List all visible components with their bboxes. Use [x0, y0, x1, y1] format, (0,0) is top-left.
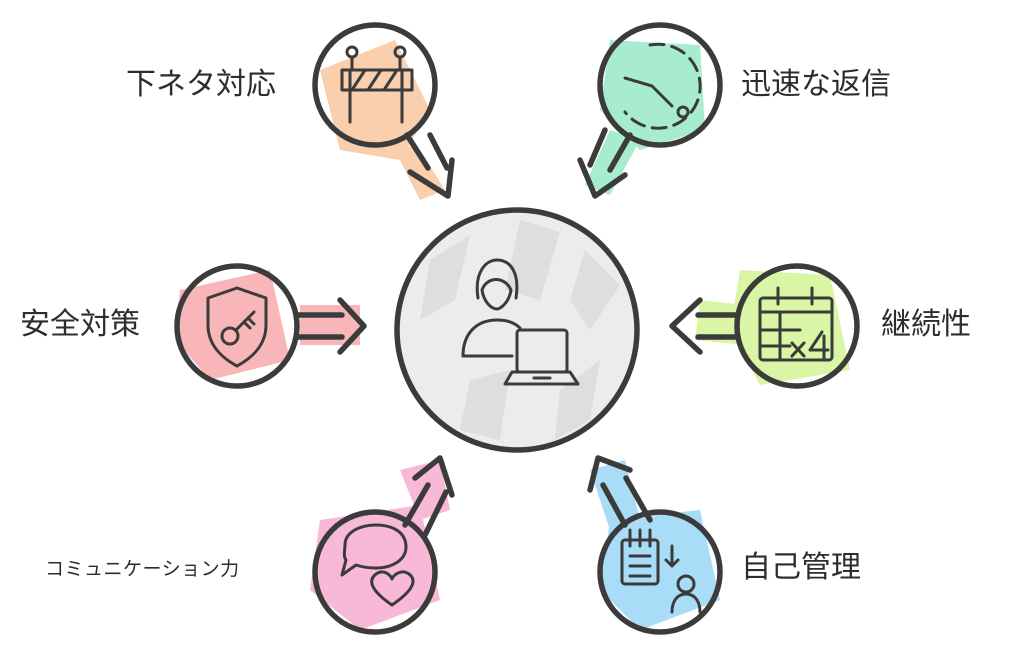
node-profanity: [312, 22, 455, 200]
node-continuity: [669, 263, 860, 389]
person-at-laptop-icon: [461, 258, 580, 386]
center-ring: [394, 207, 640, 453]
barrier-icon: [340, 45, 414, 124]
calendar-x4-icon: [758, 286, 834, 362]
label-continuity: 継続性: [881, 307, 971, 342]
label-profanity: 下ネタ対応: [126, 67, 276, 102]
label-self-management: 自己管理: [741, 550, 861, 585]
node-quick-reply: [577, 22, 723, 199]
node-safety: [174, 263, 367, 389]
chat-heart-icon: [340, 523, 415, 607]
node-communication: [310, 455, 455, 635]
stopwatch-icon: [623, 42, 702, 130]
checklist-person-icon: [620, 528, 702, 614]
shield-key-icon: [206, 286, 268, 368]
node-self-management: [587, 455, 723, 635]
label-safety: 安全対策: [20, 307, 140, 342]
label-communication: コミュニケーション力: [45, 558, 240, 580]
center-node: [394, 207, 640, 453]
label-quick-reply: 迅速な返信: [741, 67, 891, 102]
